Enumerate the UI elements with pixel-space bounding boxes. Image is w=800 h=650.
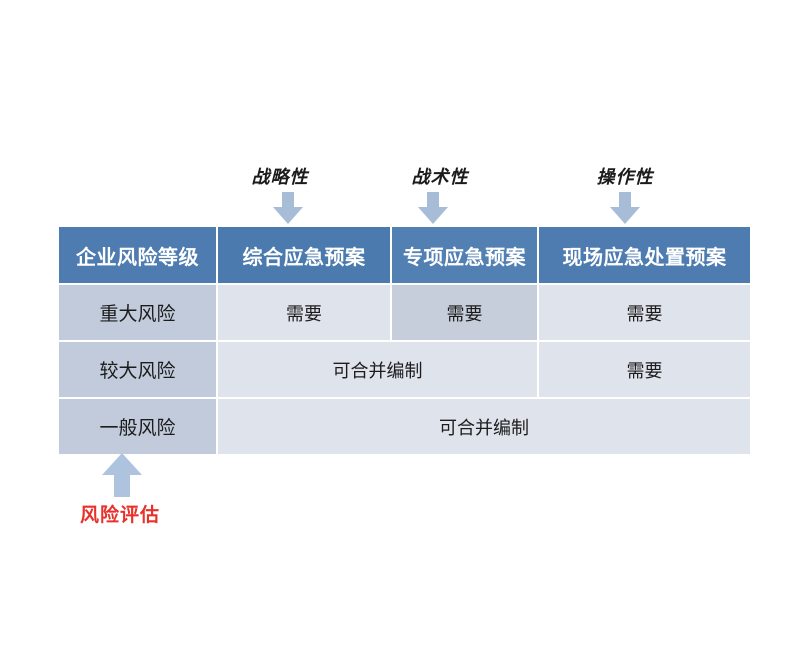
- row-header-large-risk: 较大风险: [59, 342, 218, 399]
- column-header-risk-level: 企业风险等级: [59, 227, 218, 285]
- arrow-shaft: [427, 192, 439, 208]
- cell-major-special: 需要: [392, 285, 539, 342]
- cell-large-onsite: 需要: [539, 342, 750, 399]
- arrow-head: [418, 207, 448, 224]
- arrow-up-icon-risk-assessment: [102, 453, 142, 497]
- arrow-head: [610, 207, 640, 224]
- arrow-shaft: [282, 192, 294, 208]
- arrow-down-icon-strategic: [273, 192, 303, 224]
- arrow-shaft: [619, 192, 631, 208]
- cell-major-onsite: 需要: [539, 285, 750, 342]
- column-header-onsite-plan: 现场应急处置预案: [539, 227, 750, 285]
- table-header: 企业风险等级 综合应急预案 专项应急预案 现场应急处置预案: [59, 227, 750, 285]
- table-body: 重大风险 需要 需要 需要 较大风险 可合并编制 需要 一般风险 可合并编制: [59, 285, 750, 454]
- column-header-special-plan: 专项应急预案: [392, 227, 539, 285]
- arrow-head: [102, 453, 142, 475]
- annotation-label-tactical: 战术性: [411, 167, 469, 188]
- table-row: 较大风险 可合并编制 需要: [59, 342, 750, 399]
- row-header-major-risk: 重大风险: [59, 285, 218, 342]
- column-header-comprehensive-plan: 综合应急预案: [218, 227, 392, 285]
- arrow-down-icon-operational: [610, 192, 640, 224]
- cell-general-merged-plan: 可合并编制: [218, 399, 750, 454]
- arrow-down-icon-tactical: [418, 192, 448, 224]
- annotation-label-operational: 操作性: [596, 167, 654, 188]
- cell-large-merged-plan: 可合并编制: [218, 342, 539, 399]
- cell-major-comprehensive: 需要: [218, 285, 392, 342]
- arrow-head: [273, 207, 303, 224]
- table-row: 重大风险 需要 需要 需要: [59, 285, 750, 342]
- row-header-general-risk: 一般风险: [59, 399, 218, 454]
- arrow-shaft: [114, 474, 130, 497]
- table-header-row: 企业风险等级 综合应急预案 专项应急预案 现场应急处置预案: [59, 227, 750, 285]
- annotation-label-strategic: 战略性: [251, 167, 309, 188]
- table-row: 一般风险 可合并编制: [59, 399, 750, 454]
- annotation-label-risk-assessment: 风险评估: [79, 504, 161, 526]
- risk-plan-matrix-table: 企业风险等级 综合应急预案 专项应急预案 现场应急处置预案 重大风险 需要 需要…: [59, 227, 750, 454]
